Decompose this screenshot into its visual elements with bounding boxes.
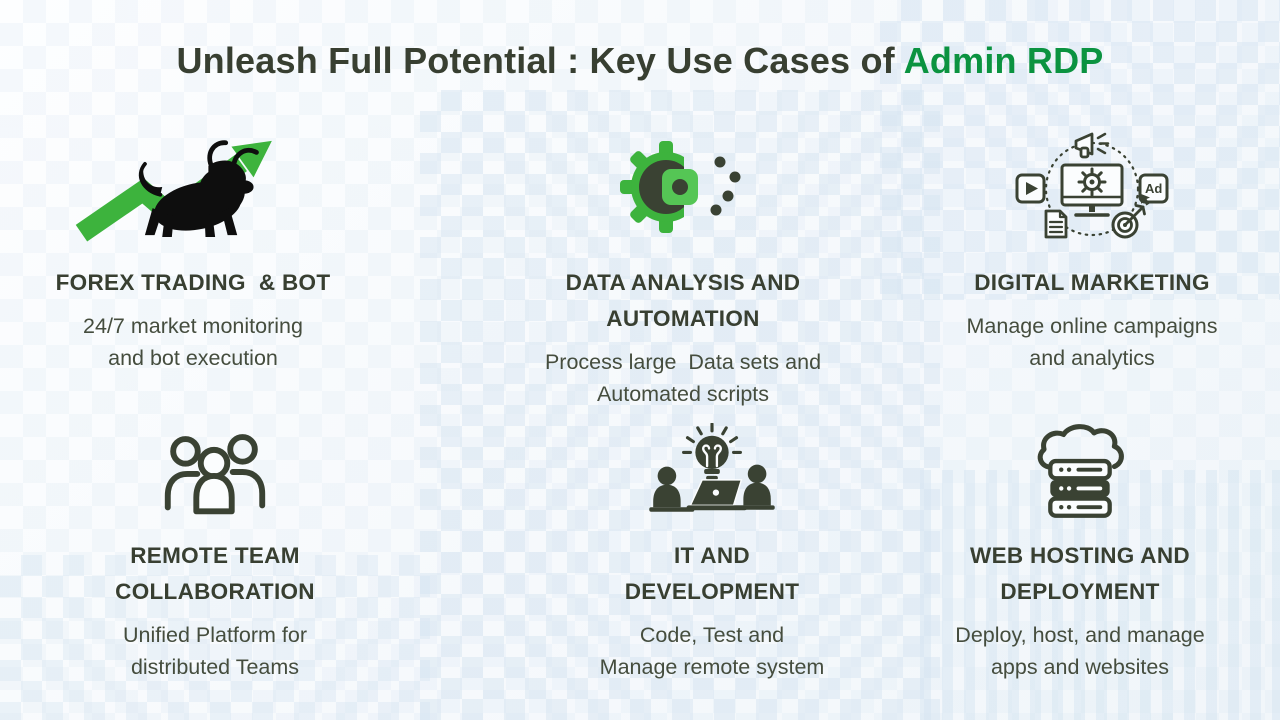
ad-label: Ad xyxy=(1145,181,1162,196)
card-heading: REMOTE TEAM COLLABORATION xyxy=(115,543,315,604)
card-heading: IT AND DEVELOPMENT xyxy=(624,543,800,604)
card-heading: DATA ANALYSIS AND AUTOMATION xyxy=(565,270,801,331)
card-subtitle: Manage online campaigns and analytics xyxy=(966,314,1218,370)
card-it-development: IT AND DEVELOPMENT Code, Test and Manage… xyxy=(487,422,937,683)
card-digital-marketing: Ad DIGITAL MARKETING Manage online campa… xyxy=(892,124,1280,422)
use-case-grid: FOREX TRADING & BOT 24/7 market monitori… xyxy=(0,124,1280,683)
card-forex-trading: FOREX TRADING & BOT 24/7 market monitori… xyxy=(0,124,408,422)
title-text: Unleash Full Potential : Key Use Cases o… xyxy=(176,40,904,81)
title-highlight: Admin RDP xyxy=(903,40,1104,81)
card-subtitle: Code, Test and Manage remote system xyxy=(599,623,825,679)
card-web-hosting: WEB HOSTING AND DEPLOYMENT Deploy, host,… xyxy=(880,422,1280,683)
card-heading: WEB HOSTING AND DEPLOYMENT xyxy=(970,543,1190,604)
card-heading: FOREX TRADING & BOT xyxy=(55,270,331,295)
card-data-analysis: DATA ANALYSIS AND AUTOMATION Process lar… xyxy=(458,124,908,422)
team-people-icon xyxy=(154,422,276,522)
page-title: Unleash Full Potential : Key Use Cases o… xyxy=(0,0,1280,82)
card-subtitle: Process large Data sets and Automated sc… xyxy=(544,350,822,406)
developers-idea-laptop-icon xyxy=(647,422,777,522)
card-heading: DIGITAL MARKETING xyxy=(974,270,1210,295)
cloud-server-icon xyxy=(1017,422,1143,522)
card-remote-team: REMOTE TEAM COLLABORATION Unified Platfo… xyxy=(0,422,430,683)
card-subtitle: Unified Platform for distributed Teams xyxy=(122,623,307,679)
card-subtitle: 24/7 market monitoring and bot execution xyxy=(83,314,303,370)
gear-data-automation-icon xyxy=(608,124,758,249)
bull-growth-arrow-icon xyxy=(68,124,318,249)
card-subtitle: Deploy, host, and manage apps and websit… xyxy=(955,623,1205,679)
digital-marketing-monitor-icon: Ad xyxy=(1012,124,1172,249)
